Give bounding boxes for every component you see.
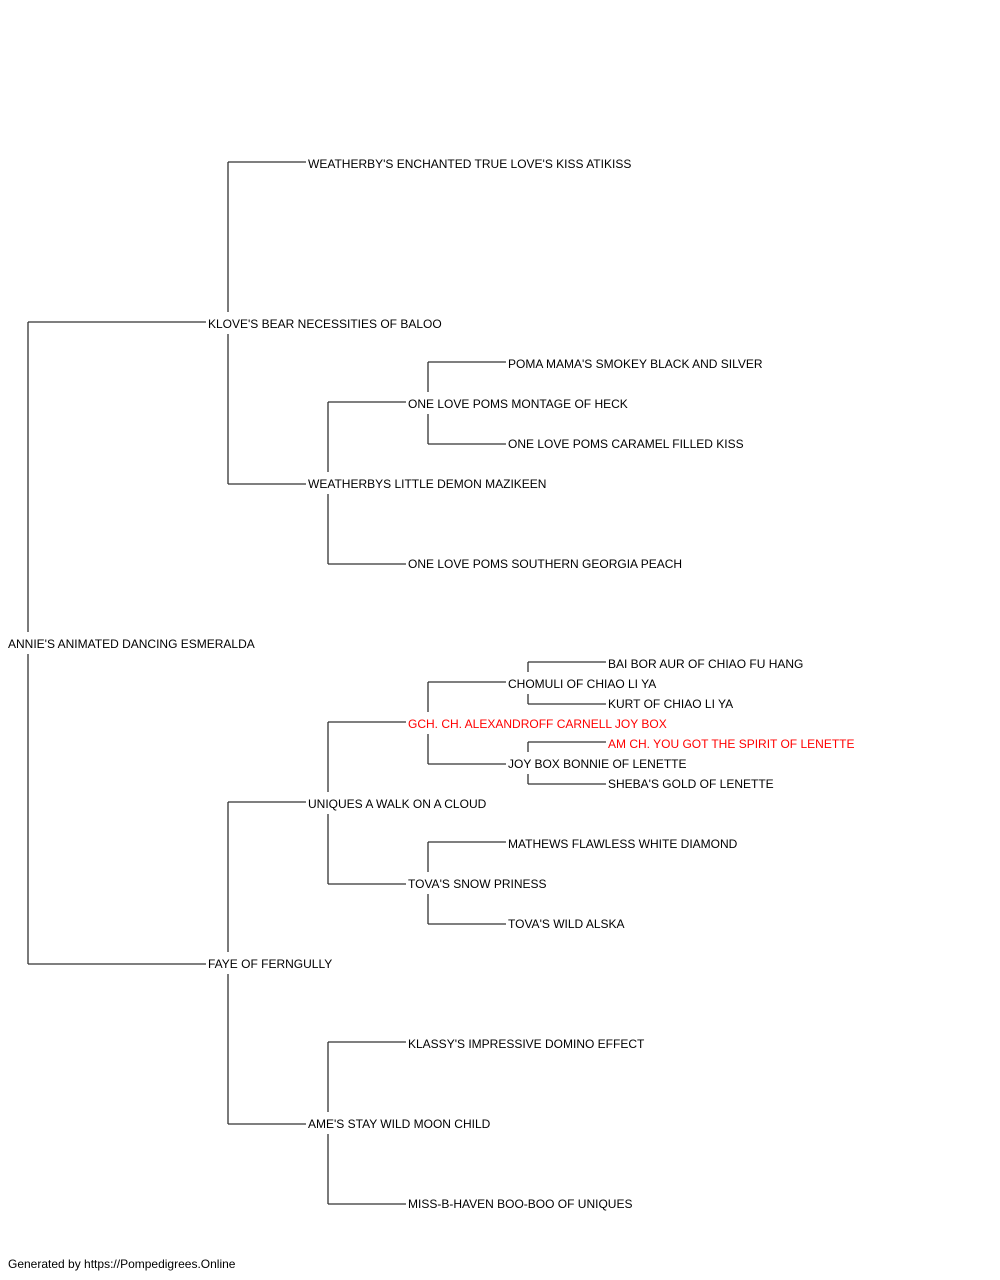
- dog-name-sire: KLOVE'S BEAR NECESSITIES OF BALOO: [208, 317, 442, 331]
- dog-name-sire-dam-dam: ONE LOVE POMS SOUTHERN GEORGIA PEACH: [408, 557, 682, 571]
- dog-name-sire-dam-sire-sire: POMA MAMA'S SMOKEY BLACK AND SILVER: [508, 357, 763, 371]
- dog-name-dam-sire-dam-dam: TOVA'S WILD ALSKA: [508, 917, 625, 931]
- footer-credit: Generated by https://Pompedigrees.Online: [8, 1257, 236, 1271]
- dog-name-sire-dam-sire: ONE LOVE POMS MONTAGE OF HECK: [408, 397, 628, 411]
- dog-name-dam-sire-sire-sire: CHOMULI OF CHIAO LI YA: [508, 677, 656, 691]
- dog-name-sire-dam-sire-dam: ONE LOVE POMS CARAMEL FILLED KISS: [508, 437, 744, 451]
- dog-name-dam-sire-sire-dam: JOY BOX BONNIE OF LENETTE: [508, 757, 686, 771]
- dog-name-dam-sire-dam-sire: MATHEWS FLAWLESS WHITE DIAMOND: [508, 837, 738, 851]
- dog-name-subject: ANNIE'S ANIMATED DANCING ESMERALDA: [8, 637, 255, 651]
- dog-name-dam-sire-sire-sire-dam: KURT OF CHIAO LI YA: [608, 697, 733, 711]
- dog-name-dam-dam-sire: KLASSY'S IMPRESSIVE DOMINO EFFECT: [408, 1037, 645, 1051]
- dog-name-dam-sire-sire: GCH. CH. ALEXANDROFF CARNELL JOY BOX: [408, 717, 667, 731]
- dog-name-dam-sire-sire-dam-dam: SHEBA'S GOLD OF LENETTE: [608, 777, 774, 791]
- dog-name-dam-sire: UNIQUES A WALK ON A CLOUD: [308, 797, 487, 811]
- dog-name-dam-dam: AME'S STAY WILD MOON CHILD: [308, 1117, 491, 1131]
- dog-name-dam-dam-dam: MISS-B-HAVEN BOO-BOO OF UNIQUES: [408, 1197, 632, 1211]
- dog-name-sire-dam: WEATHERBYS LITTLE DEMON MAZIKEEN: [308, 477, 546, 491]
- dog-name-dam-sire-sire-dam-sire: AM CH. YOU GOT THE SPIRIT OF LENETTE: [608, 737, 855, 751]
- dog-name-dam-sire-dam: TOVA'S SNOW PRINESS: [408, 877, 547, 891]
- dog-name-sire-sire: WEATHERBY'S ENCHANTED TRUE LOVE'S KISS A…: [308, 157, 631, 171]
- dog-name-dam-sire-sire-sire-sire: BAI BOR AUR OF CHIAO FU HANG: [608, 657, 803, 671]
- dog-name-dam: FAYE OF FERNGULLY: [208, 957, 332, 971]
